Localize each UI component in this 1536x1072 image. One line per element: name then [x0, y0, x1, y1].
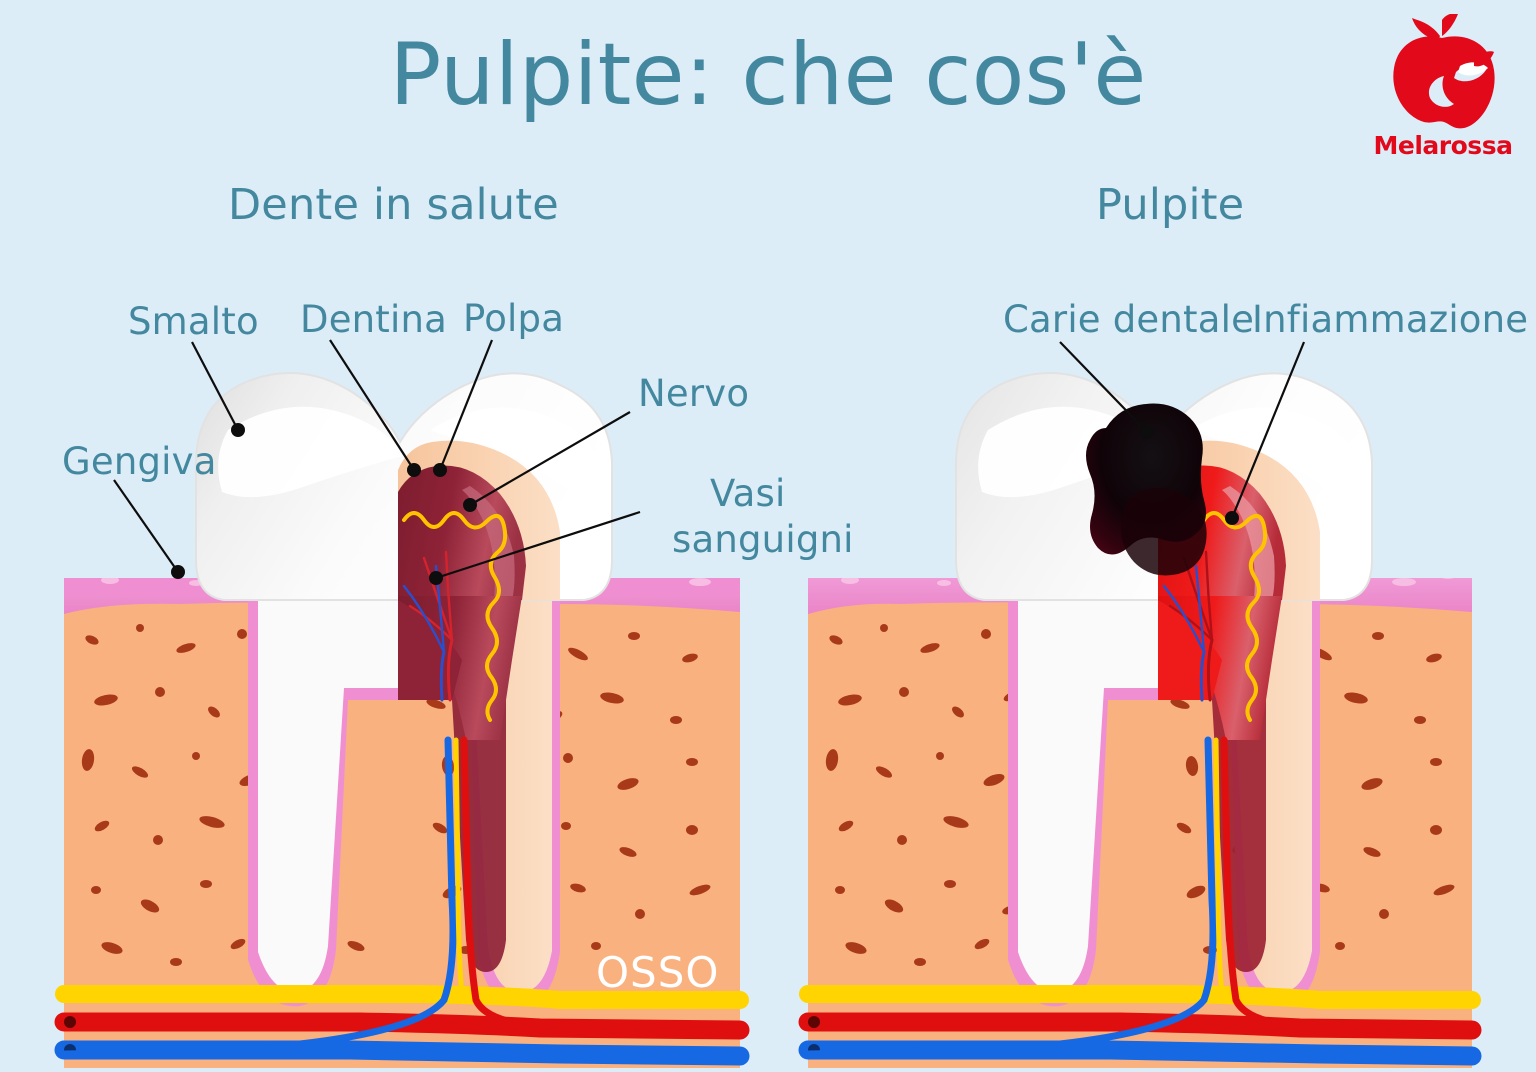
- label-gengiva: Gengiva: [62, 440, 217, 483]
- leader-carie: [1059, 341, 1148, 433]
- brand-logo[interactable]: Melarossa: [1368, 13, 1518, 164]
- leader-smalto: [191, 341, 239, 431]
- label-smalto: Smalto: [128, 300, 259, 343]
- crown-cross-section-left: [398, 440, 560, 600]
- leader-infiammazione: [1230, 341, 1306, 519]
- label-vasi-sanguigni-line2: sanguigni: [672, 518, 854, 561]
- leader-dentina: [329, 339, 415, 471]
- label-vasi-sanguigni-line1: Vasi: [710, 472, 786, 515]
- neurovascular-bundle-left: [54, 736, 750, 1066]
- label-infiammazione: Infiammazione: [1252, 298, 1529, 341]
- label-dentina: Dentina: [300, 298, 448, 341]
- label-carie-dentale: Carie dentale: [1003, 298, 1255, 341]
- leader-gengiva: [113, 479, 179, 573]
- enamel-highlight2-right: [1190, 407, 1360, 520]
- pulp-vasculature-right: [1162, 550, 1214, 702]
- page-title: Pulpite: che cos'è: [389, 25, 1147, 125]
- pulpitis-tooth-group: [798, 372, 1482, 1068]
- label-osso: OSSO: [596, 948, 720, 997]
- nerve-right: [1162, 511, 1268, 722]
- caries-core: [1121, 488, 1207, 576]
- leader-dots: [171, 423, 1239, 585]
- label-nervo: Nervo: [638, 372, 750, 415]
- brand-name: Melarossa: [1373, 131, 1513, 160]
- enamel-highlight2-left: [430, 407, 600, 520]
- leader-vasi: [435, 510, 641, 580]
- label-polpa: Polpa: [463, 297, 565, 340]
- healthy-tooth-group: [54, 372, 750, 1068]
- enamel-highlight-left: [218, 406, 402, 498]
- leader-nervo: [469, 411, 631, 506]
- panel-title-healthy: Dente in salute: [228, 180, 559, 230]
- nerve-left: [402, 511, 508, 722]
- leader-lines: [113, 339, 1306, 580]
- leader-polpa: [438, 339, 494, 471]
- red-bitten-apple-icon: [1393, 13, 1495, 129]
- neurovascular-bundle-right: [798, 736, 1482, 1066]
- panel-title-pulpitis: Pulpite: [1096, 180, 1245, 230]
